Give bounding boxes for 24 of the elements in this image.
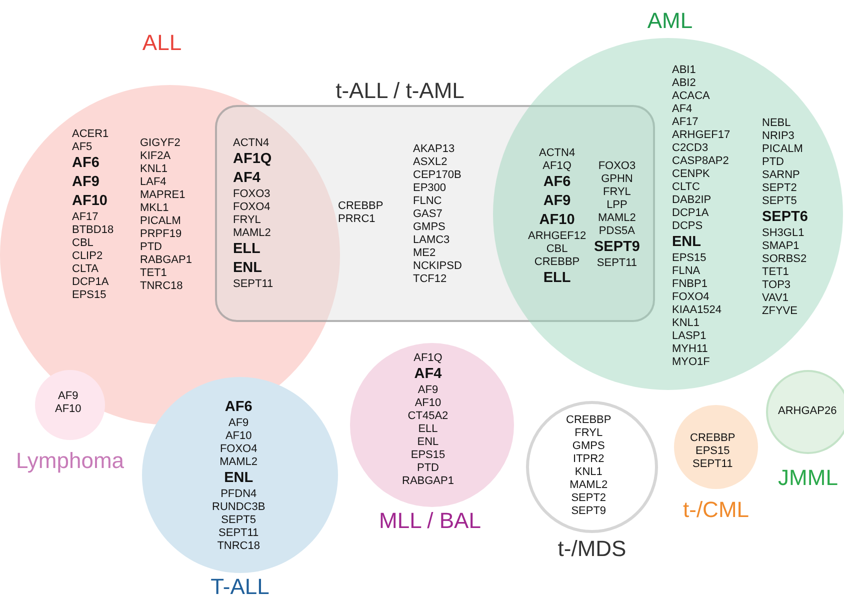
gene-list: AF6 AF9 AF10 FOXO4 MAML2 ENL PFDN4 RUNDC3B SEPT5 SEPT11 TNRC18 xyxy=(212,398,266,553)
group-title: t-/MDS xyxy=(558,536,626,562)
gene-list: CREBBP FRYL GMPS ITPR2 KNL1 MAML2 SEPT2 SEPT9 xyxy=(566,414,612,518)
gene-list: FOXO3 GPHN FRYL LPP MAML2 PDS5A SEPT9 SEPT11 xyxy=(594,160,640,270)
group-title: t-ALL / t-AML xyxy=(336,78,464,104)
gene-list: ACTN4 AF1Q AF6 AF9 AF10 ARHGEF12 CBL CREBBP ELL xyxy=(528,147,586,288)
gene-list: AKAP13 ASXL2 CEP170B EP300 FLNC GAS7 GMPS LAMC3 ME2 NCKIPSD TCF12 xyxy=(413,143,462,286)
group-title: MLL / BAL xyxy=(379,508,481,534)
group-title: JMML xyxy=(778,465,838,491)
gene-list: AF1Q AF4 AF9 AF10 CT45A2 ELL ENL EPS15 PTD RABGAP1 xyxy=(402,352,454,488)
group-title: AML xyxy=(647,8,693,34)
gene-list: ABI1 ABI2 ACACA AF4 AF17 ARHGEF17 C2CD3 CASP8AP2 CENPK CLTC DAB2IP DCP1A DCPS ENL EPS15 FLNA FNBP1 FOXO4 KIAA1524 KNL1 LASP1 MYH11 MYO1F xyxy=(672,64,730,369)
gene-list: ACTN4 AF1Q AF4 FOXO3 FOXO4 FRYL MAML2 ELL ENL SEPT11 xyxy=(233,137,274,291)
gene-list: GIGYF2 KIF2A KNL1 LAF4 MAPRE1 MKL1 PICALM PRPF19 PTD RABGAP1 TET1 TNRC18 xyxy=(140,137,192,293)
group-title: Lymphoma xyxy=(16,448,124,474)
group-title: t-/CML xyxy=(683,497,749,523)
group-title: ALL xyxy=(142,30,182,56)
gene-list: ARHGAP26 xyxy=(778,405,837,418)
gene-list: ACER1 AF5 AF6 AF9 AF10 AF17 BTBD18 CBL CLIP2 CLTA DCP1A EPS15 xyxy=(72,128,114,302)
gene-list: CREBBP PRRC1 xyxy=(338,200,384,226)
gene-list: NEBL NRIP3 PICALM PTD SARNP SEPT2 SEPT5 SEPT6 SH3GL1 SMAP1 SORBS2 TET1 TOP3 VAV1 ZFYVE xyxy=(762,117,808,318)
group-title: T-ALL xyxy=(210,574,270,599)
gene-list: AF9 AF10 xyxy=(55,390,82,416)
gene-list: CREBBP EPS15 SEPT11 xyxy=(690,432,736,471)
